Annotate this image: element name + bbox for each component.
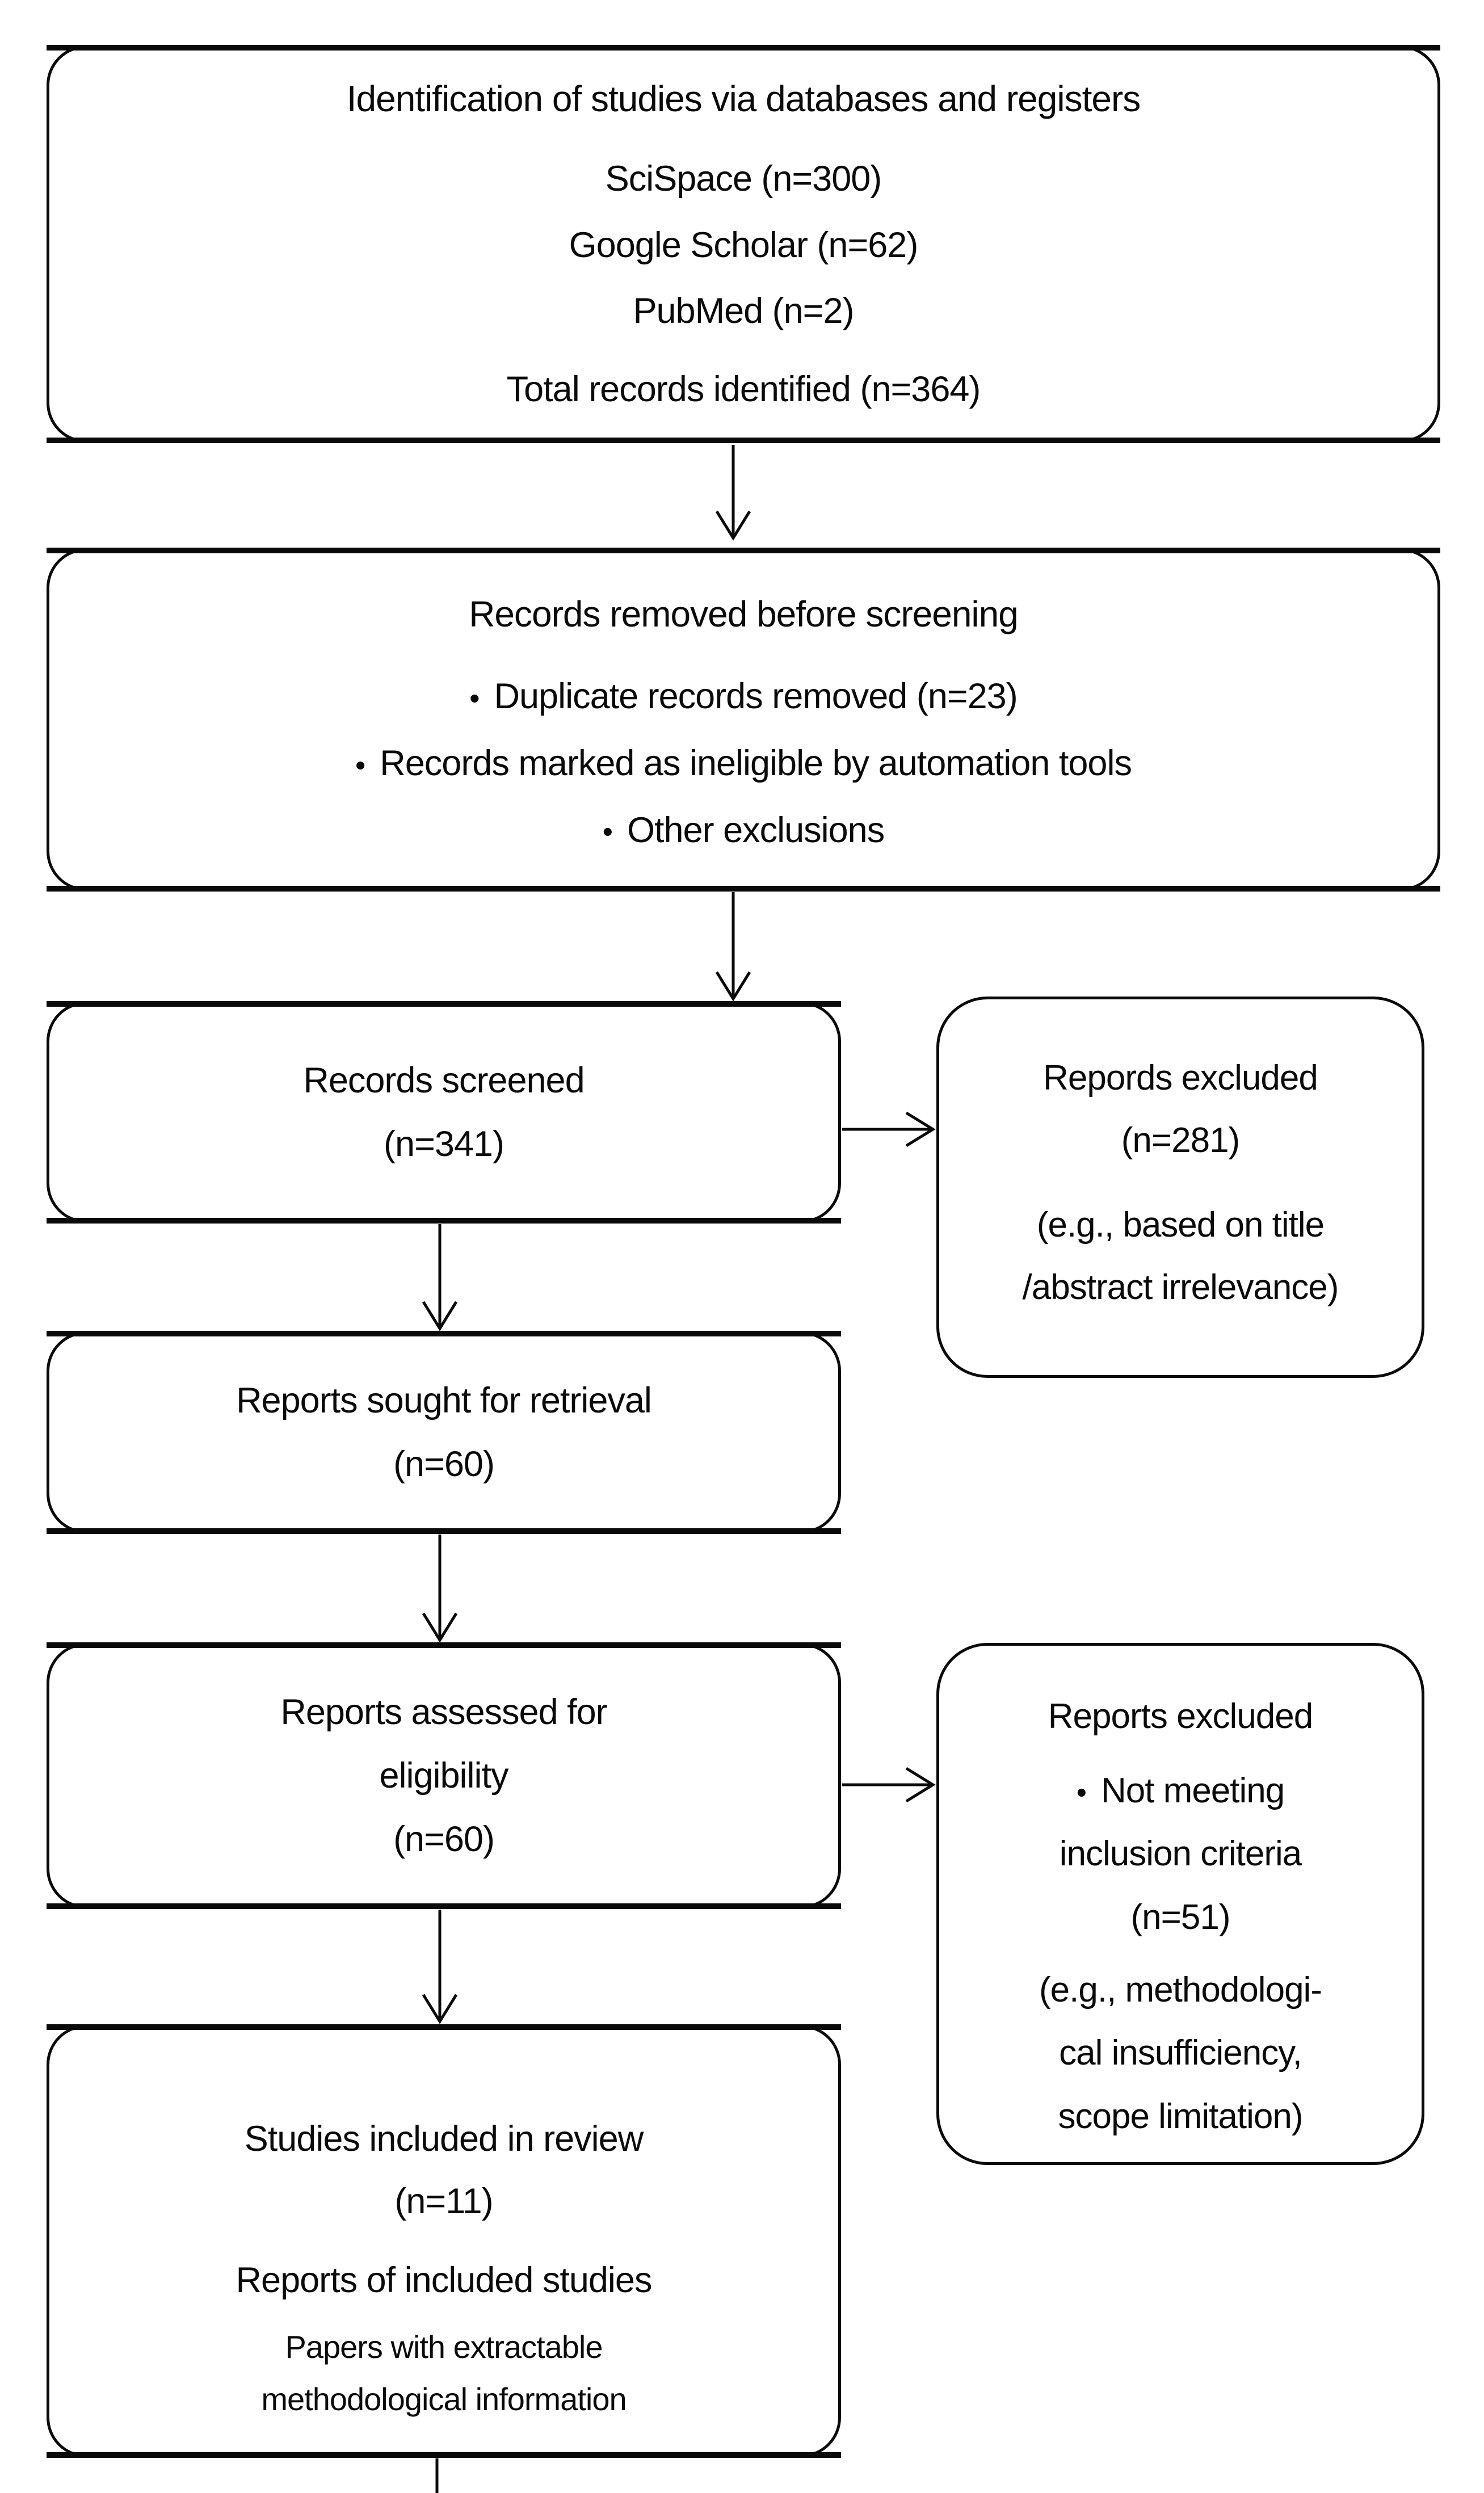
arrowhead-down-icon [715,971,751,1002]
reports-excluded-note-line1: (e.g., methodologi- [1039,1970,1322,2009]
reports-excluded-note: (e.g., methodologi- cal insufficiency, s… [939,1958,1422,2149]
studies-included-box: Studies included in review (n=11) Report… [47,2024,841,2458]
reports-excluded-bullet-line2: inclusion criteria [1059,1834,1302,1874]
records-excluded-note: (e.g., based on title /abstract irreleva… [939,1194,1422,1318]
reports-assessed-line3: (n=60) [393,1819,495,1860]
arrowhead-down-icon [422,1994,458,2024]
arrowhead-down-icon [715,510,751,541]
reports-of-included-studies-line: Reports of included studies [236,2260,653,2301]
identification-title: Identification of studies via databases … [346,78,1141,119]
reports-excluded-note-line2: cal insufficiency, [1059,2033,1302,2073]
reports-excluded-bullet-line3: (n=51) [1130,1897,1231,1937]
identification-box: Identification of studies via databases … [47,45,1440,443]
reports-assessed-line2: eligibility [379,1755,508,1796]
removed-bullet-automation: • Records marked as ineligible by automat… [49,730,1437,797]
reports-excluded-box: Reports excluded • Not meeting inclusion … [936,1643,1424,2165]
removed-bullet-automation-label: Records marked as ineligible by automati… [380,743,1132,783]
included-note: Papers with extractable methodological i… [49,2321,838,2425]
records-excluded-line1: Repords excluded [1043,1058,1318,1098]
studies-included-line2: (n=11) [394,2181,493,2221]
records-excluded-line2: (n=281) [1121,1120,1240,1160]
removed-bullet-other: • Other exclusions [49,797,1437,864]
bullet-icon: • [1076,1776,1087,1809]
source-pubmed: PubMed (n=2) [633,291,855,331]
included-note-line2: methodological information [261,2381,627,2417]
reports-assessed-box: Reports assessed for eligibility (n=60) [47,1642,841,1909]
records-excluded-box: Repords excluded (n=281) (e.g., based on… [936,997,1424,1378]
reports-assessed-line1: Reports assessed for [280,1692,607,1732]
records-removed-title: Records removed before screening [469,594,1019,634]
reports-excluded-title: Reports excluded [1048,1697,1314,1736]
included-note-line1: Papers with extractable [285,2328,603,2365]
bullet-icon: • [602,815,613,849]
bullet-icon: • [469,682,480,715]
records-screened-box: Records screened (n=341) [47,1001,841,1224]
records-removed-box: Records removed before screening • Duplic… [47,548,1440,892]
records-screened-line2: (n=341) [384,1124,505,1164]
records-screened-line1: Records screened [303,1060,585,1100]
source-google-scholar: Google Scholar (n=62) [569,225,919,265]
records-excluded-note-line2: /abstract irrelevance) [1022,1268,1339,1308]
reports-sought-box: Reports sought for retrieval (n=60) [47,1331,841,1534]
total-records-line: Total records identified (n=364) [506,369,981,409]
reports-excluded-note-line3: scope limitation) [1058,2096,1304,2136]
reports-excluded-bullet: • Not meeting inclusion criteria (n=51) [939,1759,1422,1949]
arrowhead-down-icon [422,1612,458,1643]
removed-bullet-other-label: Other exclusions [627,810,885,850]
arrowhead-down-icon [422,1301,458,1331]
reports-sought-line1: Reports sought for retrieval [236,1380,652,1420]
studies-included-line1: Studies included in review [244,2119,644,2159]
arrowhead-right-icon [905,1111,936,1147]
reports-sought-line2: (n=60) [393,1444,495,1484]
removed-bullet-duplicates-label: Duplicate records removed (n=23) [494,676,1018,717]
reports-excluded-bullet-line1: • Not meeting [939,1759,1422,1823]
arrowhead-right-icon [905,1767,936,1803]
removed-bullet-duplicates: • Duplicate records removed (n=23) [49,663,1437,730]
records-excluded-note-line1: (e.g., based on title [1036,1205,1325,1245]
reports-excluded-bullet-text: Not meeting [1100,1771,1285,1810]
source-scispace: SciSpace (n=300) [605,159,882,199]
bullet-icon: • [355,749,365,782]
